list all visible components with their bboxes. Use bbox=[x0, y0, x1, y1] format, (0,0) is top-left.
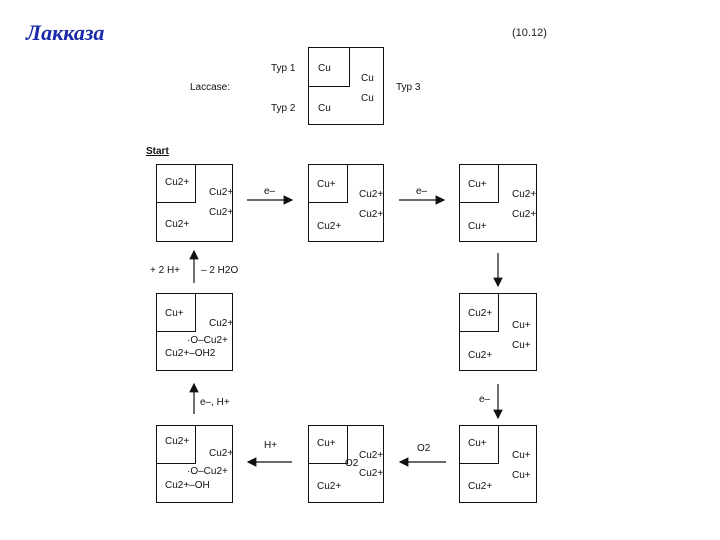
s8-tl: Cu+ bbox=[165, 308, 184, 319]
state5-inner bbox=[460, 426, 499, 464]
legend-cu-typ2: Cu bbox=[318, 103, 331, 114]
s5-tl: Cu+ bbox=[468, 438, 487, 449]
state-box-7: Cu2+ Cu2+ ·O–Cu2+ Cu2+–OH bbox=[156, 425, 233, 503]
s2-bl: Cu2+ bbox=[317, 221, 342, 232]
state6-inner bbox=[309, 426, 348, 464]
s8-bl: Cu2+–OH2 bbox=[165, 348, 216, 359]
label-t78: e–, H+ bbox=[200, 397, 230, 408]
s4-r2: Cu+ bbox=[512, 340, 531, 351]
label-t23: e– bbox=[416, 186, 428, 197]
laccase-label: Laccase: bbox=[190, 82, 231, 93]
state7-inner bbox=[157, 426, 196, 464]
state-box-6: Cu+ Cu2+ O2 Cu2+ Cu2+ bbox=[308, 425, 384, 503]
s5-bl: Cu2+ bbox=[468, 481, 493, 492]
state-box-4: Cu2+ Cu+ Cu+ Cu2+ bbox=[459, 293, 537, 371]
s3-r2: Cu2+ bbox=[512, 209, 537, 220]
s3-r1: Cu2+ bbox=[512, 189, 537, 200]
s6-r1: Cu2+ bbox=[359, 450, 384, 461]
slide-title: Лакказа bbox=[26, 20, 105, 45]
state8-inner bbox=[157, 294, 196, 332]
s2-tl: Cu+ bbox=[317, 179, 336, 190]
equation-number: (10.12) bbox=[512, 27, 547, 39]
label-t12: e– bbox=[264, 186, 276, 197]
label-t45: e– bbox=[479, 394, 491, 405]
state-box-5: Cu+ Cu+ Cu+ Cu2+ bbox=[459, 425, 537, 503]
s3-tl: Cu+ bbox=[468, 179, 487, 190]
s1-r1: Cu2+ bbox=[209, 187, 234, 198]
s4-tl: Cu2+ bbox=[468, 308, 493, 319]
s7-r2: ·O–Cu2+ bbox=[187, 466, 228, 477]
state1-inner bbox=[157, 165, 196, 203]
s6-r2: Cu2+ bbox=[359, 468, 384, 479]
typ1-label: Typ 1 bbox=[271, 63, 296, 74]
s2-r2: Cu2+ bbox=[359, 209, 384, 220]
state3-inner bbox=[460, 165, 499, 203]
s5-r1: Cu+ bbox=[512, 450, 531, 461]
legend-cu-typ1: Cu bbox=[318, 63, 331, 74]
label-t81-left: + 2 H+ bbox=[150, 265, 181, 276]
state-box-3: Cu+ Cu2+ Cu2+ Cu+ bbox=[459, 164, 537, 242]
s3-bl: Cu+ bbox=[468, 221, 487, 232]
label-t56: O2 bbox=[417, 443, 431, 454]
s4-r1: Cu+ bbox=[512, 320, 531, 331]
legend-divider bbox=[309, 86, 347, 87]
legend-box: Cu Cu Cu Cu bbox=[308, 47, 384, 125]
state-box-2: Cu+ Cu2+ Cu2+ Cu2+ bbox=[308, 164, 384, 242]
state-box-1: Cu2+ Cu2+ Cu2+ Cu2+ bbox=[156, 164, 233, 242]
s6-bl: Cu2+ bbox=[317, 481, 342, 492]
s8-r1: Cu2+ bbox=[209, 318, 234, 329]
typ3-label: Typ 3 bbox=[396, 82, 421, 93]
start-label: Start bbox=[146, 146, 169, 157]
state-box-8: Cu+ Cu2+ ·O–Cu2+ Cu2+–OH2 bbox=[156, 293, 233, 371]
s6-mid: O2 bbox=[345, 458, 359, 469]
s7-tl: Cu2+ bbox=[165, 436, 190, 447]
s5-r2: Cu+ bbox=[512, 470, 531, 481]
legend-cu-typ3b: Cu bbox=[361, 93, 374, 104]
s1-bl: Cu2+ bbox=[165, 219, 190, 230]
legend-cu-typ3a: Cu bbox=[361, 73, 374, 84]
state4-inner bbox=[460, 294, 499, 332]
s2-r1: Cu2+ bbox=[359, 189, 384, 200]
label-t67: H+ bbox=[264, 440, 278, 451]
typ2-label: Typ 2 bbox=[271, 103, 296, 114]
label-t81-right: – 2 H2O bbox=[201, 265, 239, 276]
s8-r2: ·O–Cu2+ bbox=[187, 335, 228, 346]
s4-bl: Cu2+ bbox=[468, 350, 493, 361]
s6-tl: Cu+ bbox=[317, 438, 336, 449]
s1-tl: Cu2+ bbox=[165, 177, 190, 188]
s1-r2: Cu2+ bbox=[209, 207, 234, 218]
s7-bl: Cu2+–OH bbox=[165, 480, 210, 491]
s7-r1: Cu2+ bbox=[209, 448, 234, 459]
state2-inner bbox=[309, 165, 348, 203]
